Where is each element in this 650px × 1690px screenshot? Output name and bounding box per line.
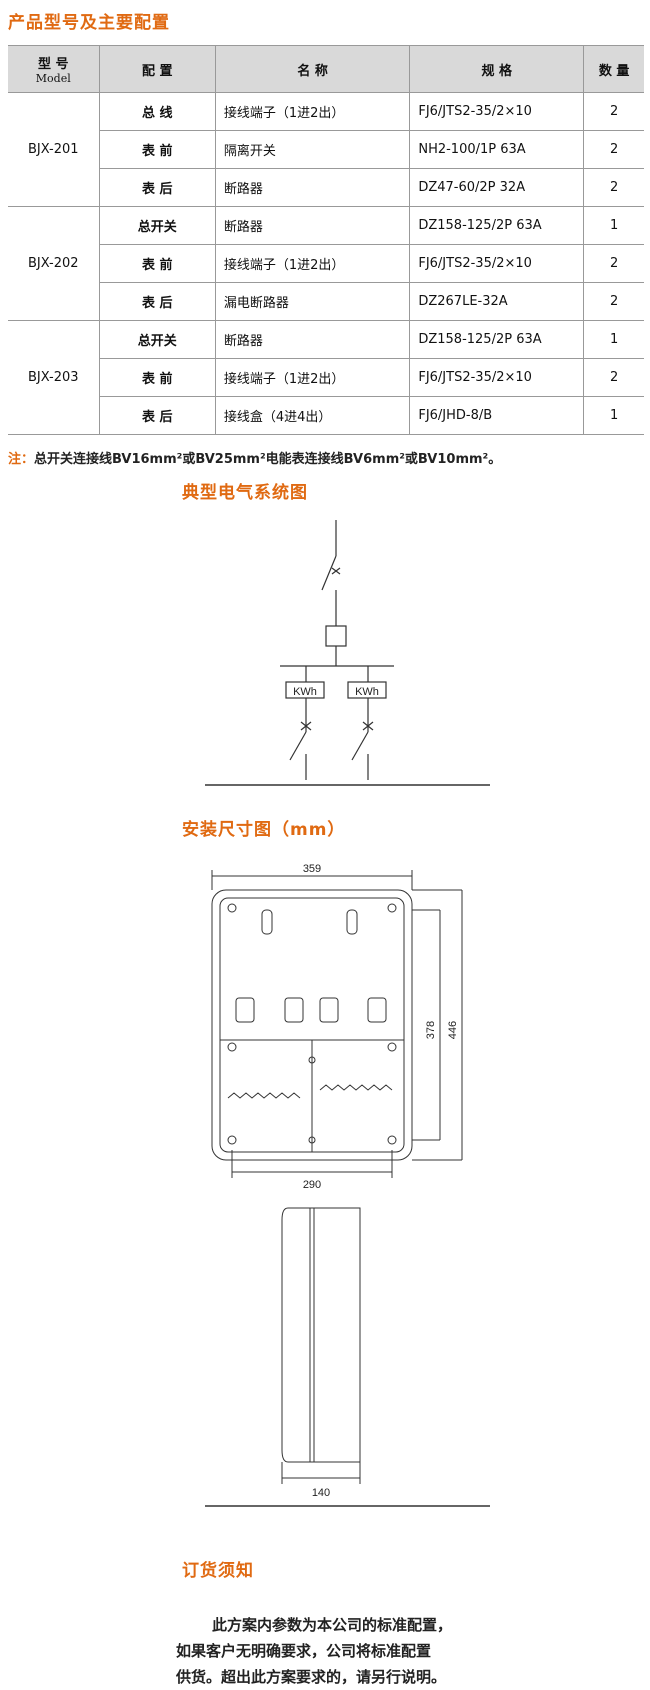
qty-cell: 2 xyxy=(583,168,644,207)
spec-cell: DZ158-125/2P 63A xyxy=(409,206,585,245)
qty-cell: 2 xyxy=(583,92,644,131)
config-cell: 总开关 xyxy=(98,320,216,359)
order-line-2: 如果客户无明确要求，公司将标准配置 xyxy=(176,1642,432,1660)
table-row: 表 前 接线端子（1进2出） FJ6/JTS2-35/2×10 2 xyxy=(8,244,644,283)
main-switch-blade xyxy=(321,555,337,591)
config-cell: 表 前 xyxy=(98,244,216,283)
meter-label-left: KWh xyxy=(293,686,317,698)
name-cell: 断路器 xyxy=(214,206,411,245)
table-row: 表 后 断路器 DZ47-60/2P 32A 2 xyxy=(8,168,644,207)
dim-height-inner: 378 xyxy=(425,1021,437,1039)
note-label: 注： xyxy=(8,452,35,467)
main-breaker-box xyxy=(325,625,347,647)
outlet-switch-left xyxy=(289,731,307,761)
model-cell: BJX-203 xyxy=(8,320,100,435)
spec-cell: FJ6/JTS2-35/2×10 xyxy=(409,358,585,397)
electrical-diagram: KWh KWh xyxy=(205,520,490,786)
name-cell: 漏电断路器 xyxy=(214,282,411,321)
model-cell: BJX-202 xyxy=(8,206,100,321)
config-cell: 总开关 xyxy=(98,206,216,245)
header-model: 型 号 Model xyxy=(8,45,100,93)
table-note: 注：总开关连接线BV16mm²或BV25mm²电能表连接线BV6mm²或BV10… xyxy=(8,448,501,467)
name-cell: 断路器 xyxy=(214,168,411,207)
dim-width: 359 xyxy=(303,863,321,875)
front-view-drawing: 359 378 446 290 xyxy=(211,863,463,1190)
header-config: 配 置 xyxy=(98,45,216,93)
name-cell: 接线端子（1进2出） xyxy=(214,92,411,131)
config-cell: 表 前 xyxy=(98,358,216,397)
table-row: 表 前 隔离开关 NH2-100/1P 63A 2 xyxy=(8,130,644,169)
table-row: BJX-202 总开关 断路器 DZ158-125/2P 63A 1 xyxy=(8,206,644,321)
order-paragraph: 此方案内参数为本公司的标准配置， 如果客户无明确要求，公司将标准配置 供货。超出… xyxy=(176,1612,453,1690)
config-cell: 表 后 xyxy=(98,282,216,321)
header-name: 名 称 xyxy=(214,45,411,93)
name-cell: 断路器 xyxy=(214,320,411,359)
qty-cell: 2 xyxy=(583,130,644,169)
table-row: 表 后 漏电断路器 DZ267LE-32A 2 xyxy=(8,282,644,321)
meter-label-right: KWh xyxy=(355,686,379,698)
outlet-switch-right xyxy=(351,731,369,761)
terminal-row-right xyxy=(319,1084,393,1091)
dim-height-total: 446 xyxy=(447,1021,459,1039)
config-cell: 表 后 xyxy=(98,396,216,435)
dim-depth: 140 xyxy=(312,1487,330,1499)
header-qty: 数 量 xyxy=(583,45,644,93)
spec-cell: DZ47-60/2P 32A xyxy=(409,168,585,207)
table-row: BJX-201 总 线 接线端子（1进2出） FJ6/JTS2-35/2×10 … xyxy=(8,92,644,207)
table-header-row: 型 号 Model 配 置 名 称 规 格 数 量 xyxy=(8,45,644,93)
model-cell: BJX-201 xyxy=(8,92,100,207)
config-cell: 表 前 xyxy=(98,130,216,169)
spec-cell: DZ158-125/2P 63A xyxy=(409,320,585,359)
order-line-3: 供货。超出此方案要求的，请另行说明。 xyxy=(176,1668,447,1686)
header-spec: 规 格 xyxy=(409,45,585,93)
name-cell: 隔离开关 xyxy=(214,130,411,169)
note-text: 总开关连接线BV16mm²或BV25mm²电能表连接线BV6mm²或BV10mm… xyxy=(34,452,502,467)
table-row: 表 前 接线端子（1进2出） FJ6/JTS2-35/2×10 2 xyxy=(8,358,644,397)
spec-table: 型 号 Model 配 置 名 称 规 格 数 量 BJX-201 总 线 接线… xyxy=(8,45,644,435)
spec-cell: DZ267LE-32A xyxy=(409,282,585,321)
spec-cell: FJ6/JHD-8/B xyxy=(409,396,585,435)
meter-box-left xyxy=(285,681,325,699)
name-cell: 接线端子（1进2出） xyxy=(214,358,411,397)
products-title: 产品型号及主要配置 xyxy=(8,13,170,33)
qty-cell: 2 xyxy=(583,358,644,397)
diagram-title: 典型电气系统图 xyxy=(182,483,308,503)
meter-box-right xyxy=(347,681,387,699)
side-outline xyxy=(281,1207,361,1463)
name-cell: 接线盒（4进4出） xyxy=(214,396,411,435)
spec-cell: FJ6/JTS2-35/2×10 xyxy=(409,244,585,283)
config-cell: 表 后 xyxy=(98,168,216,207)
order-line-1: 此方案内参数为本公司的标准配置， xyxy=(212,1616,453,1634)
enclosure-outline xyxy=(211,889,413,1161)
dimensions-title: 安装尺寸图（mm） xyxy=(182,820,346,840)
config-cell: 总 线 xyxy=(98,92,216,131)
qty-cell: 1 xyxy=(583,320,644,359)
qty-cell: 1 xyxy=(583,396,644,435)
side-view-drawing: 140 xyxy=(205,1207,490,1507)
qty-cell: 2 xyxy=(583,244,644,283)
dim-base-width: 290 xyxy=(303,1179,321,1190)
name-cell: 接线端子（1进2出） xyxy=(214,244,411,283)
spec-cell: FJ6/JTS2-35/2×10 xyxy=(409,92,585,131)
qty-cell: 2 xyxy=(583,282,644,321)
terminal-row-left xyxy=(227,1092,301,1099)
qty-cell: 1 xyxy=(583,206,644,245)
order-title: 订货须知 xyxy=(182,1561,254,1581)
table-row: 表 后 接线盒（4进4出） FJ6/JHD-8/B 1 xyxy=(8,396,644,435)
table-row: BJX-203 总开关 断路器 DZ158-125/2P 63A 1 xyxy=(8,320,644,435)
spec-cell: NH2-100/1P 63A xyxy=(409,130,585,169)
